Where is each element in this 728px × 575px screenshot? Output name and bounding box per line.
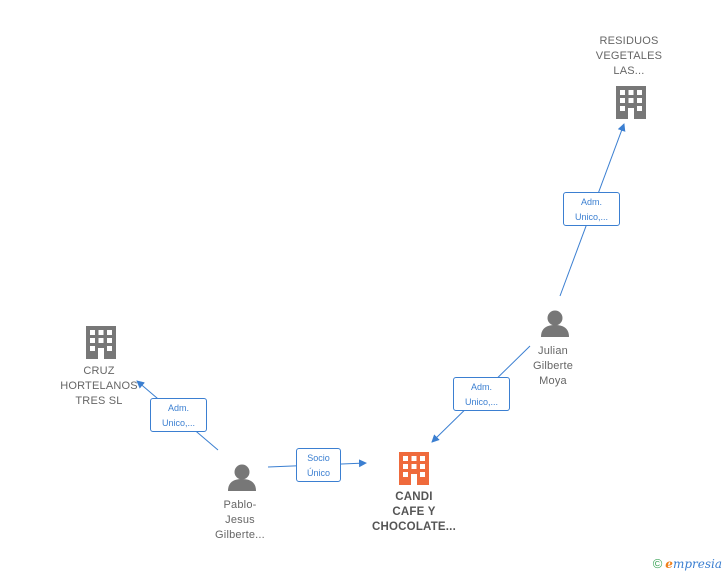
edge-label-line: Socio <box>307 453 330 463</box>
edge-label-pablo-candi[interactable]: Socio Único <box>296 448 341 482</box>
node-label-line: TRES SL <box>75 395 123 407</box>
node-label-line: VEGETALES <box>595 50 663 62</box>
node-label-line: LAS... <box>613 65 645 77</box>
footer-brand: ©empresia <box>653 556 722 571</box>
person-icon[interactable] <box>228 464 256 492</box>
edge-label-pablo-cruz[interactable]: Adm. Unico,... <box>150 398 207 432</box>
building-icon[interactable] <box>86 326 116 359</box>
brand-logo-first: e <box>665 557 673 571</box>
node-label-line: CRUZ <box>83 365 115 377</box>
node-label-line: Moya <box>539 375 567 387</box>
edge-label-line: Adm. <box>167 403 189 413</box>
person-icon[interactable] <box>541 310 569 338</box>
node-label-line: RESIDUOS <box>599 35 659 47</box>
node-label-candi[interactable]: CANDI CAFE Y CHOCOLATE... <box>354 490 474 535</box>
node-label-line: Julian <box>538 345 568 357</box>
node-label-line: CHOCOLATE... <box>372 521 456 533</box>
node-label-line: Gilberte... <box>215 529 265 541</box>
edge-label-julian-residuos[interactable]: Adm. Unico,... <box>563 192 620 226</box>
node-label-line: Jesus <box>225 514 255 526</box>
node-label-pablo[interactable]: Pablo- Jesus Gilberte... <box>200 498 280 543</box>
edge-label-line: Único <box>306 468 330 478</box>
edge-label-julian-candi[interactable]: Adm. Unico,... <box>453 377 510 411</box>
node-label-julian[interactable]: Julian Gilberte Moya <box>513 344 593 389</box>
node-label-cruz[interactable]: CRUZ HORTELANOS TRES SL <box>49 364 149 409</box>
node-label-line: HORTELANOS <box>60 380 138 392</box>
copyright-icon: © <box>652 556 663 571</box>
building-icon[interactable] <box>399 452 429 485</box>
node-label-residuos[interactable]: RESIDUOS VEGETALES LAS... <box>579 34 679 79</box>
edge-label-line: Unico,... <box>464 397 498 407</box>
edge-label-line: Unico,... <box>161 418 195 428</box>
node-label-line: Pablo- <box>223 499 257 511</box>
edge-label-line: Adm. <box>470 382 492 392</box>
brand-logo-rest: mpresia <box>672 557 722 571</box>
edge-label-line: Unico,... <box>574 212 608 222</box>
building-icon[interactable] <box>616 86 646 119</box>
node-label-line: CAFE Y <box>392 506 436 518</box>
node-label-line: CANDI <box>395 491 433 503</box>
node-label-line: Gilberte <box>532 360 574 372</box>
edge-label-line: Adm. <box>580 197 602 207</box>
